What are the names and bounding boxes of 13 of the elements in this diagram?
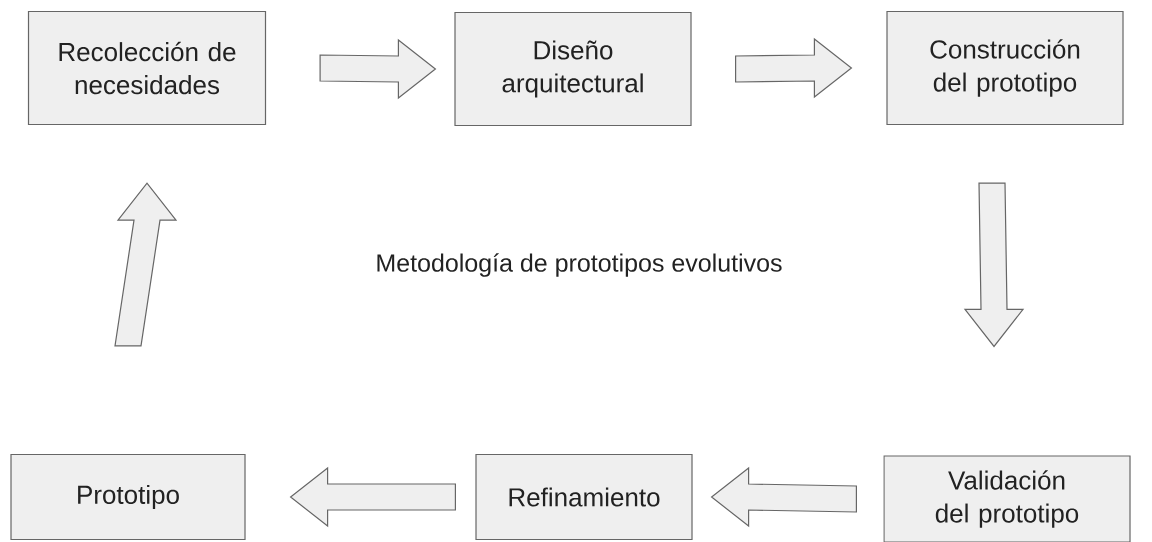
process-box: Validación del prototipo: [883, 455, 1131, 542]
block-arrow: [289, 466, 456, 528]
process-box: Construcción del prototipo: [886, 10, 1124, 126]
process-box: Diseño arquitectural: [454, 11, 692, 127]
process-box: Prototipo: [10, 453, 246, 541]
process-box: Recolección de necesidades: [27, 10, 267, 126]
title: Metodología de prototipos evolutivos: [377, 253, 782, 277]
block-arrow: [114, 182, 178, 347]
process-box: Refinamiento: [475, 453, 693, 541]
block-arrow: [319, 38, 437, 100]
block-arrow: [735, 37, 853, 99]
block-arrow: [710, 466, 857, 528]
block-arrow: [963, 182, 1025, 348]
